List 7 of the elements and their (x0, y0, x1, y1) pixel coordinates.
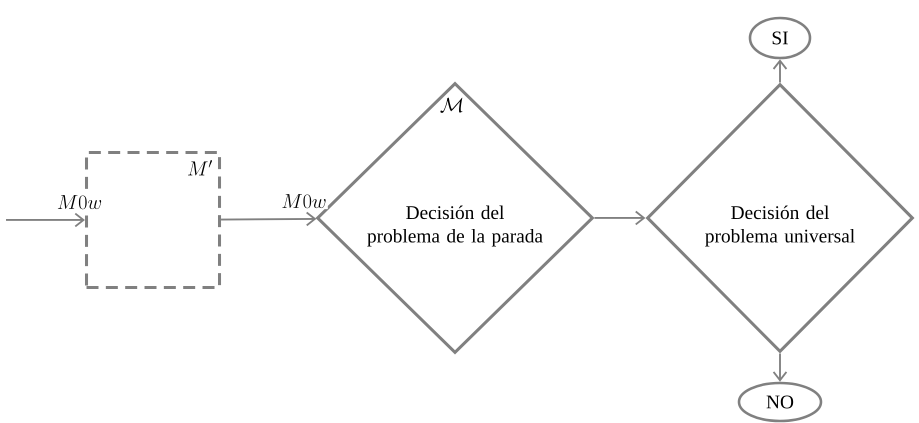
edge-label: $M0w$ (282, 194, 326, 208)
arrow (221, 212, 316, 226)
arrow (772, 354, 788, 382)
arrow (6, 212, 85, 228)
arrow (772, 59, 788, 82)
arrow (594, 210, 646, 226)
edge-label: $M0w$ (58, 195, 102, 210)
